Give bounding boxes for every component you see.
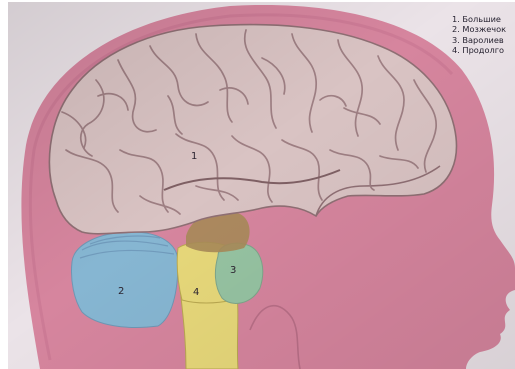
legend-text: Продолго xyxy=(462,45,504,55)
legend-number: 1. xyxy=(452,14,460,24)
photo-shading xyxy=(8,2,515,369)
label-medulla: 4 xyxy=(193,287,199,298)
legend-text: Варолиев xyxy=(462,35,503,45)
label-cerebrum: 1 xyxy=(191,151,197,162)
legend-item-2: 2. Мозжечок xyxy=(452,24,515,34)
label-cerebellum: 2 xyxy=(118,286,124,297)
legend-number: 2. xyxy=(452,24,460,34)
legend-item-1: 1. Большие xyxy=(452,14,515,24)
legend-item-4: 4. Продолго xyxy=(452,45,515,55)
legend-number: 4. xyxy=(452,45,460,55)
legend-text: Большие xyxy=(462,14,501,24)
legend-item-3: 3. Варолиев xyxy=(452,35,515,45)
label-pons: 3 xyxy=(230,265,236,276)
legend-text: Мозжечок xyxy=(462,24,506,34)
legend-number: 3. xyxy=(452,35,460,45)
legend: 1. Большие 2. Мозжечок 3. Варолиев 4. Пр… xyxy=(452,14,515,56)
